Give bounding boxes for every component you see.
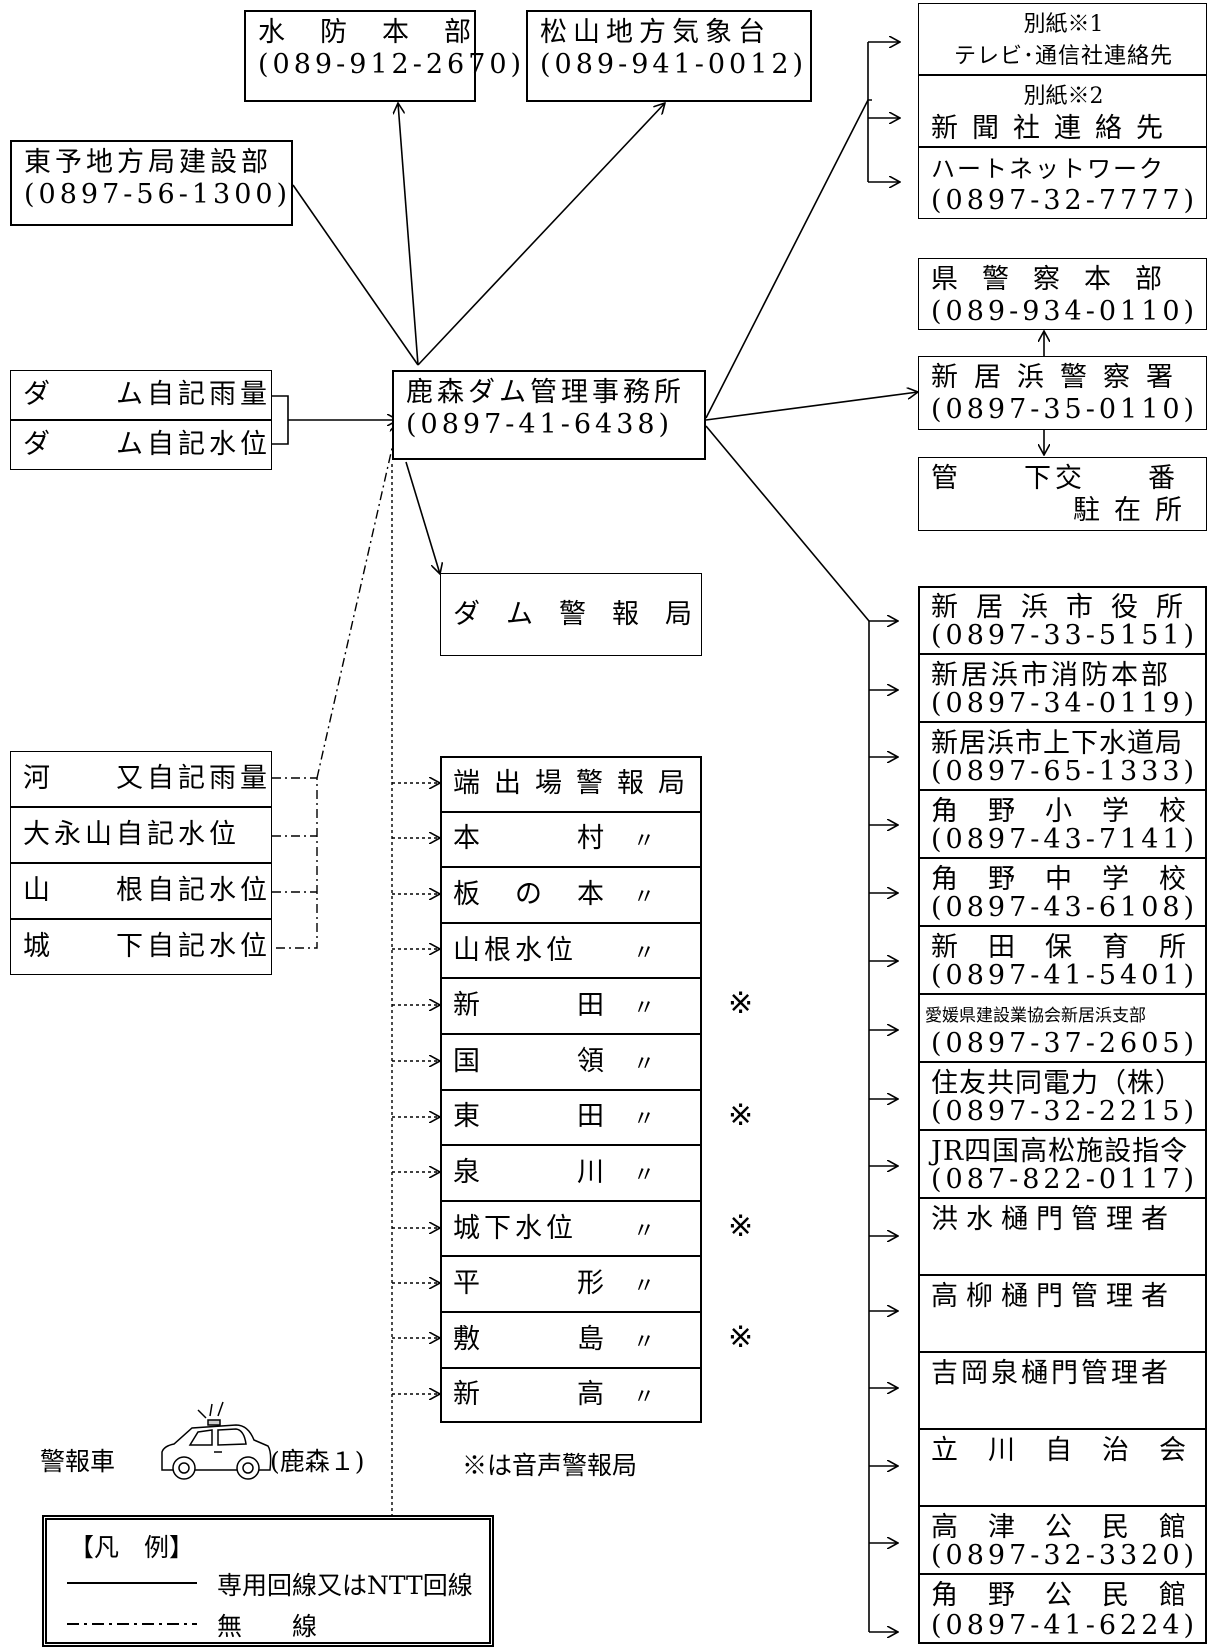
toyo-name: 東予地方局建設部	[24, 146, 281, 180]
media-row: 別紙※1 テレビ･通信社連絡先	[918, 3, 1207, 75]
alarm-car-id: (鹿森１)	[270, 1442, 365, 1478]
police-station-box: 新居浜警察署 (0897-35-0110)	[918, 356, 1207, 430]
dam-alarm-box: ダム警報局	[440, 573, 702, 656]
suibo-name: 水 防 本 部	[258, 16, 464, 50]
media-title: ハートネットワーク	[931, 152, 1196, 186]
wired-sensor: ダ ム自記水位	[10, 420, 272, 470]
legend-radio-line	[67, 1619, 197, 1629]
koban-line1: 管 下交 番	[931, 462, 1196, 496]
suibo-honbu-box: 水 防 本 部 (089-912-2670)	[244, 10, 476, 102]
legend-box: 【凡 例】 専用回線又はNTT回線 無 線	[42, 1515, 494, 1647]
legend-title: 【凡 例】	[69, 1528, 194, 1564]
center-office-phone: (0897-41-6438)	[406, 408, 694, 442]
radio-sensor: 河 又自記雨量	[10, 751, 272, 807]
media-sub: 新聞社連絡先	[931, 112, 1196, 146]
kishodai-phone: (089-941-0012)	[540, 48, 800, 82]
police-station-phone: (0897-35-0110)	[931, 393, 1196, 427]
media-row: 別紙※2 新聞社連絡先	[918, 75, 1207, 147]
toyo-phone: (0897-56-1300)	[24, 178, 281, 212]
voice-station-mark: ※	[728, 1098, 753, 1133]
police-station-name: 新居浜警察署	[931, 361, 1196, 395]
voice-station-mark: ※	[728, 1320, 753, 1355]
legend-radio-label: 無 線	[217, 1607, 317, 1643]
alarm-car-icon	[158, 1400, 276, 1480]
koban-box: 管 下交 番 駐在所	[918, 457, 1207, 531]
legend-wired-line	[67, 1578, 197, 1588]
toyo-box: 東予地方局建設部 (0897-56-1300)	[10, 140, 293, 226]
media-sub: テレビ･通信社連絡先	[931, 40, 1196, 74]
media-sub: (0897-32-7777)	[931, 184, 1196, 218]
legend-wired-label: 専用回線又はNTT回線	[217, 1566, 473, 1602]
police-hq-box: 県警察本部 (089-934-0110)	[918, 258, 1207, 330]
alarm-station-frame	[440, 756, 702, 1423]
police-hq-name: 県警察本部	[931, 263, 1196, 297]
suibo-phone: (089-912-2670)	[258, 48, 464, 82]
radio-sensor-label: 河 又自記雨量	[23, 762, 261, 796]
police-hq-phone: (089-934-0110)	[931, 295, 1196, 329]
wired-sensor-label: ダ ム自記水位	[23, 428, 261, 462]
voice-station-mark: ※	[728, 986, 753, 1021]
media-title: 別紙※2	[931, 80, 1196, 114]
wired-sensor: ダ ム自記雨量	[10, 370, 272, 420]
kishodai-box: 松山地方気象台 (089-941-0012)	[526, 10, 812, 102]
radio-sensor: 山 根自記水位	[10, 863, 272, 919]
voice-station-note: ※は音声警報局	[462, 1446, 637, 1482]
koban-line2: 駐在所	[931, 494, 1196, 528]
media-row: ハートネットワーク (0897-32-7777)	[918, 147, 1207, 219]
kishodai-name: 松山地方気象台	[540, 16, 800, 50]
voice-station-mark: ※	[728, 1209, 753, 1244]
center-office-box: 鹿森ダム管理事務所 (0897-41-6438)	[392, 370, 706, 460]
alarm-car-label: 警報車	[40, 1442, 115, 1478]
center-office-name: 鹿森ダム管理事務所	[406, 376, 694, 410]
radio-sensor-label: 山 根自記水位	[23, 874, 261, 908]
radio-sensor: 大永山自記水位	[10, 807, 272, 863]
radio-sensor: 城 下自記水位	[10, 919, 272, 975]
radio-sensor-label: 大永山自記水位	[23, 818, 261, 852]
dam-alarm-label: ダム警報局	[453, 598, 691, 632]
radio-sensor-label: 城 下自記水位	[23, 930, 261, 964]
wired-sensor-label: ダ ム自記雨量	[23, 378, 261, 412]
media-title: 別紙※1	[931, 8, 1196, 42]
local-contact-frame	[918, 586, 1207, 1644]
